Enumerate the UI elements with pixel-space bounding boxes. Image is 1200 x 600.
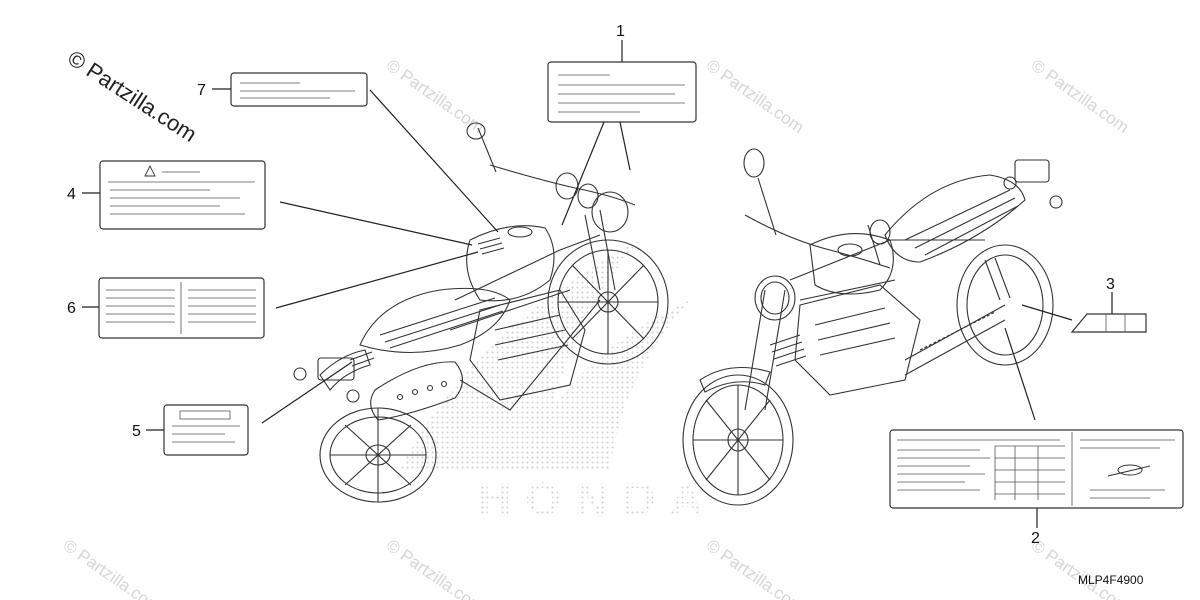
- callout-7: 7: [197, 82, 206, 99]
- callout-3: 3: [1106, 276, 1115, 293]
- watermark: © Partzilla.com: [1028, 536, 1133, 600]
- watermark: © Partzilla.com: [383, 536, 488, 600]
- watermark: © Partzilla.com: [1028, 56, 1133, 137]
- label-7[interactable]: [230, 72, 368, 107]
- callout-6: 6: [67, 300, 76, 317]
- motorcycle-right-illustration: [682, 148, 1063, 506]
- label-1[interactable]: [547, 61, 697, 123]
- watermark: © Partzilla.com: [60, 536, 165, 600]
- callout-2: 2: [1031, 530, 1040, 547]
- label-4[interactable]: [99, 160, 266, 230]
- label-6[interactable]: [98, 277, 265, 339]
- label-5[interactable]: [163, 404, 249, 456]
- honda-wing-background: [400, 240, 690, 470]
- motorcycle-left-illustration: [293, 122, 669, 503]
- copyright-text: © Partzilla.com: [63, 45, 201, 147]
- watermark: © Partzilla.com: [703, 56, 808, 137]
- leader-lines: [82, 40, 1113, 528]
- label-2[interactable]: [889, 429, 1184, 509]
- drawing-code: MLP4F4900: [1078, 573, 1144, 587]
- watermark: © Partzilla.com: [383, 56, 488, 137]
- callout-5: 5: [132, 423, 141, 440]
- callout-4: 4: [67, 186, 76, 203]
- brand-background-text: HONDA: [478, 473, 717, 525]
- label-3[interactable]: [1070, 313, 1147, 333]
- watermark: © Partzilla.com: [703, 536, 808, 600]
- callout-1: 1: [616, 23, 625, 40]
